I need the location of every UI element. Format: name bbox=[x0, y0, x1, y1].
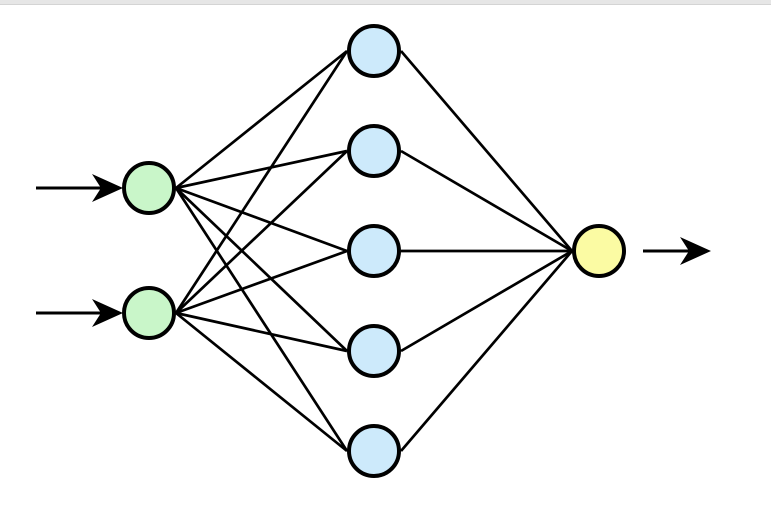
edge-h5-out1 bbox=[399, 250, 574, 452]
edge-h4-out1 bbox=[400, 249, 573, 353]
hidden-layer-node-h3 bbox=[347, 224, 401, 278]
output-layer-node-out1 bbox=[572, 224, 626, 278]
edge-in1-h5 bbox=[174, 187, 349, 452]
edge-in1-h2 bbox=[175, 149, 348, 190]
edge-in2-h4 bbox=[175, 311, 348, 353]
edge-h2-out1 bbox=[400, 149, 573, 253]
edge-in2-h2 bbox=[175, 150, 348, 314]
input-arrow-1-head bbox=[92, 174, 123, 202]
page-top-border bbox=[0, 0, 771, 5]
hidden-layer-node-h4 bbox=[347, 324, 401, 378]
input-layer-node-in1 bbox=[122, 161, 176, 215]
edge-in1-h3 bbox=[175, 186, 348, 253]
input-layer-node-in2 bbox=[122, 286, 176, 340]
edge-in1-h4 bbox=[175, 187, 348, 352]
hidden-layer-node-h1 bbox=[347, 24, 401, 78]
hidden-layer-node-h5 bbox=[347, 424, 401, 478]
edge-in2-h1 bbox=[174, 50, 349, 314]
output-arrow-head bbox=[680, 237, 711, 265]
input-arrow-2-head bbox=[92, 299, 123, 327]
edge-h1-out1 bbox=[399, 50, 574, 252]
edge-in2-h3 bbox=[175, 249, 348, 315]
edge-in2-h5 bbox=[175, 311, 348, 453]
edge-in1-h1 bbox=[175, 49, 348, 190]
hidden-layer-node-h2 bbox=[347, 124, 401, 178]
